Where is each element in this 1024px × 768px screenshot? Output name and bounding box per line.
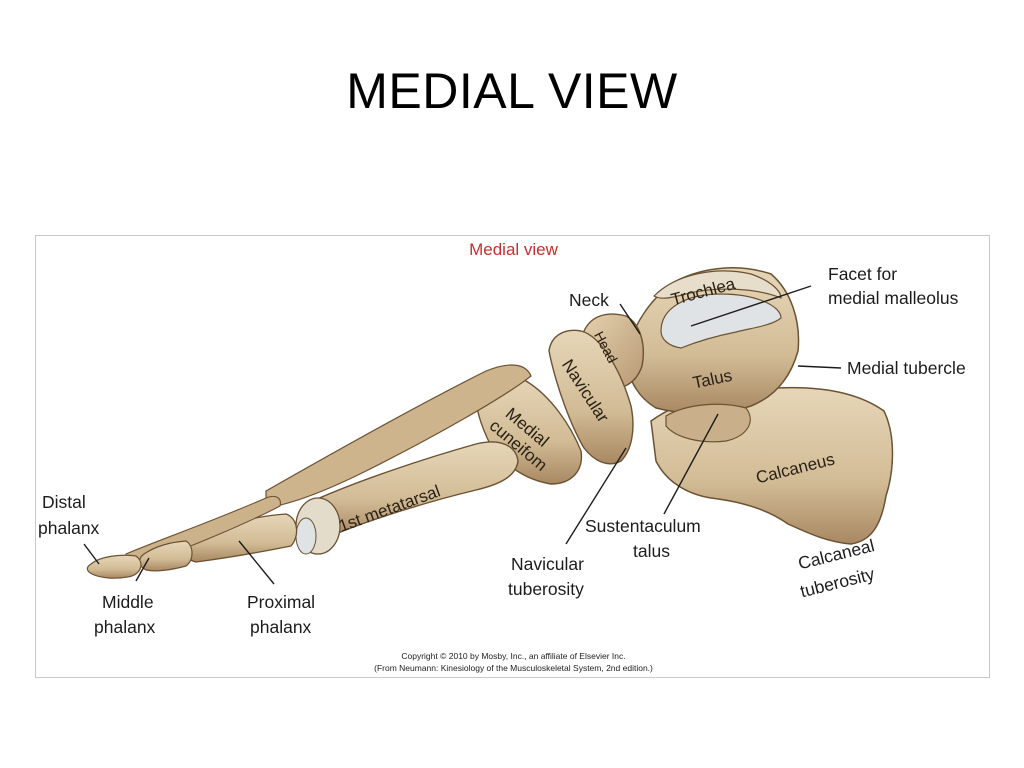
lateral-metatarsals [265, 364, 532, 509]
leader-lines [83, 285, 842, 585]
medial-malleolus-facet [660, 293, 782, 349]
leader-navicular-tuberosity [565, 447, 627, 545]
copyright-line-2: (From Neumann: Kinesiology of the Muscul… [374, 663, 653, 673]
figure-title: Medial view [469, 240, 558, 259]
slide-title: MEDIAL VIEW [346, 63, 678, 119]
label-facet-line2: medial malleolus [828, 288, 959, 308]
navicular-bone [548, 329, 634, 465]
leader-distal-phalanx [83, 543, 100, 565]
label-middle-phalanx-line1: Middle [102, 592, 154, 612]
label-proximal-phalanx-line1: Proximal [247, 592, 316, 612]
label-distal-phalanx-line1: Distal [42, 492, 86, 512]
sustentaculum-talus [665, 403, 751, 443]
distal-phalanx-bone [86, 554, 142, 579]
anatomy-figure: Medial view Neck Facet for medial malleo… [35, 235, 990, 678]
leader-medial-tubercle [797, 365, 842, 369]
leader-neck [619, 303, 641, 335]
label-middle-phalanx-line2: phalanx [94, 617, 156, 637]
label-facet-line1: Facet for [828, 264, 898, 284]
leader-middle-phalanx [135, 557, 150, 582]
label-sustentaculum-line1: Sustentaculum [585, 516, 701, 536]
label-proximal-phalanx-line2: phalanx [250, 617, 312, 637]
first-mtp-joint [295, 517, 317, 555]
trochlea-surface [653, 270, 782, 299]
label-medial-tubercle: Medial tubercle [847, 358, 966, 378]
leader-proximal-phalanx [238, 540, 275, 585]
label-navicular-tuberosity-line2: tuberosity [508, 579, 584, 599]
copyright-line-1: Copyright © 2010 by Mosby, Inc., an affi… [401, 651, 626, 661]
label-distal-phalanx-line2: phalanx [38, 518, 100, 538]
label-neck: Neck [569, 290, 609, 310]
foot-skeleton-illustration [83, 267, 894, 585]
leader-facet [690, 285, 812, 327]
leader-sustentaculum [663, 413, 719, 515]
label-navicular-tuberosity-line1: Navicular [511, 554, 584, 574]
label-sustentaculum-line2: talus [633, 541, 670, 561]
